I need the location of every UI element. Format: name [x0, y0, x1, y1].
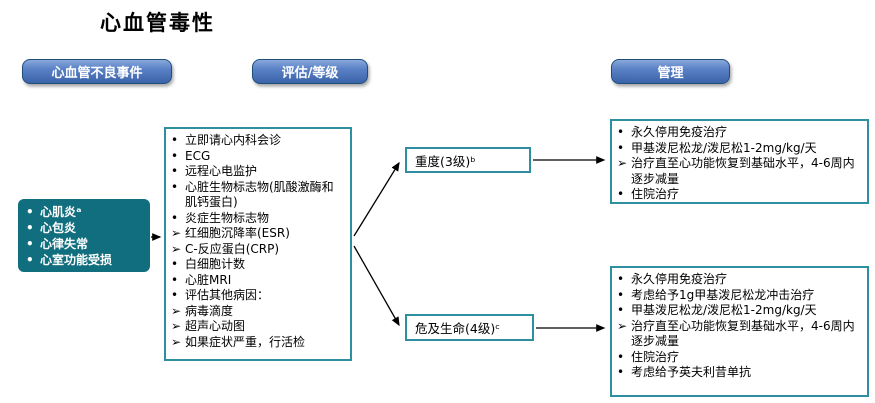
item-text: 治疗直至心功能恢复到基础水平，4-6周内逐步减量: [631, 156, 855, 186]
item-text: 红细胞沉降率(ESR): [185, 226, 290, 240]
bullet-icon: •: [26, 221, 34, 235]
grade-4-life-threatening-box: 危及生命(4级)ᶜ: [405, 314, 534, 341]
item-text: 甲基泼尼松龙/泼尼松1-2mg/kg/天: [631, 140, 817, 155]
item-text: 远程心电监护: [185, 164, 258, 178]
bullet-icon: ➢: [171, 241, 182, 256]
item-text: 住院治疗: [631, 349, 680, 364]
item-text: C-反应蛋白(CRP): [185, 241, 280, 256]
header-button-assessment: 评估/等级: [252, 59, 368, 84]
page-title: 心血管毒性: [100, 11, 215, 35]
list-item: • 永久停用免疫治疗: [617, 272, 862, 288]
bullet-icon: •: [617, 187, 625, 201]
list-item: ➢如果症状严重，行活检: [171, 335, 345, 351]
bullet-icon: •: [171, 288, 179, 302]
bullet-icon: •: [171, 257, 179, 271]
item-text: 立即请心内科会诊: [185, 133, 282, 147]
adverse-events-box: • 心肌炎ᵃ • 心包炎 • 心律失常 • 心室功能受损: [18, 199, 150, 272]
bullet-icon: •: [617, 349, 625, 364]
header-button-adverse-events: 心血管不良事件: [22, 59, 172, 84]
grade-3-severe-box: 重度(3级)ᵇ: [405, 147, 531, 173]
list-item: • 心脏生物标志物(肌酸激酶和肌钙蛋白): [171, 180, 345, 211]
bullet-icon: ➢: [171, 319, 182, 333]
list-item: • 心室功能受损: [26, 252, 146, 268]
list-item: ➢治疗直至心功能恢复到基础水平，4-6周内逐步减量: [617, 156, 862, 187]
list-item: • 心律失常: [26, 236, 146, 252]
item-text: 心脏生物标志物(肌酸激酶和肌钙蛋白): [185, 179, 334, 210]
bullet-icon: ➢: [617, 156, 628, 170]
arrow-evaluation-to-grade4: [353, 245, 400, 327]
list-item: • 住院治疗: [617, 350, 862, 366]
item-text: 炎症生物标志物: [185, 210, 270, 225]
bullet-icon: •: [171, 133, 179, 147]
item-text: 心室功能受损: [40, 253, 113, 267]
bullet-icon: ➢: [171, 226, 182, 240]
list-item: • 甲基泼尼松龙/泼尼松1-2mg/kg/天: [617, 141, 862, 157]
item-text: 治疗直至心功能恢复到基础水平，4-6周内逐步减量: [631, 318, 855, 349]
list-item: ➢病毒滴度: [171, 304, 345, 320]
bullet-icon: •: [26, 253, 34, 267]
list-item: • 心脏MRI: [171, 273, 345, 289]
bullet-icon: •: [617, 287, 625, 302]
bullet-icon: •: [617, 125, 625, 139]
grade-4-management-box: • 永久停用免疫治疗 • 考虑给予1g甲基泼尼松龙冲击治疗 • 甲基泼尼松龙/泼尼松1…: [610, 266, 869, 397]
item-text: 病毒滴度: [185, 303, 234, 318]
bullet-icon: ➢: [171, 334, 182, 349]
item-text: 考虑给予1g甲基泼尼松龙冲击治疗: [631, 287, 815, 302]
list-item: • 考虑给予1g甲基泼尼松龙冲击治疗: [617, 288, 862, 304]
list-item: • 甲基泼尼松龙/泼尼松1-2mg/kg/天: [617, 303, 862, 319]
list-item: • 心肌炎ᵃ: [26, 204, 146, 220]
header-button-management: 管理: [611, 59, 730, 84]
list-item: • 心包炎: [26, 220, 146, 236]
item-text: 永久停用免疫治疗: [631, 125, 728, 139]
item-text: 心包炎: [40, 221, 77, 235]
arrow-evaluation-to-grade3: [353, 161, 400, 237]
list-item: • 炎症生物标志物: [171, 211, 345, 227]
item-text: 如果症状严重，行活检: [185, 334, 306, 349]
list-item: • 立即请心内科会诊: [171, 133, 345, 149]
list-item: • 考虑给予英夫利昔单抗: [617, 365, 862, 381]
list-item: • ECG: [171, 149, 345, 165]
list-item: ➢红细胞沉降率(ESR): [171, 226, 345, 242]
item-text: 评估其他病因：: [185, 288, 270, 302]
bullet-icon: ➢: [617, 318, 628, 333]
bullet-icon: •: [617, 272, 625, 286]
item-text: 超声心动图: [185, 319, 246, 333]
bullet-icon: •: [171, 272, 179, 287]
list-item: ➢超声心动图: [171, 319, 345, 335]
bullet-icon: •: [171, 210, 179, 225]
item-text: 甲基泼尼松龙/泼尼松1-2mg/kg/天: [631, 303, 817, 317]
bullet-icon: •: [617, 140, 625, 155]
list-item: ➢C-反应蛋白(CRP): [171, 242, 345, 258]
bullet-icon: •: [26, 237, 34, 251]
list-item: • 永久停用免疫治疗: [617, 125, 862, 141]
item-text: 考虑给予英夫利昔单抗: [631, 365, 752, 379]
bullet-icon: •: [171, 179, 179, 194]
grade-3-management-box: • 永久停用免疫治疗 • 甲基泼尼松龙/泼尼松1-2mg/kg/天 ➢治疗直至心功能…: [610, 119, 869, 204]
list-item: • 评估其他病因：: [171, 288, 345, 304]
item-text: 白细胞计数: [185, 257, 246, 271]
bullet-icon: •: [617, 303, 625, 317]
item-text: 心脏MRI: [185, 272, 232, 287]
bullet-icon: •: [171, 164, 179, 178]
bullet-icon: ➢: [171, 303, 182, 318]
item-text: 心肌炎ᵃ: [40, 205, 82, 219]
list-item: • 白细胞计数: [171, 257, 345, 273]
bullet-icon: •: [617, 365, 625, 379]
bullet-icon: •: [26, 205, 34, 219]
list-item: ➢治疗直至心功能恢复到基础水平，4-6周内逐步减量: [617, 319, 862, 350]
bullet-icon: •: [171, 148, 179, 163]
item-text: 永久停用免疫治疗: [631, 272, 728, 286]
item-text: ECG: [185, 148, 211, 163]
item-text: 心律失常: [40, 237, 89, 251]
list-item: • 远程心电监护: [171, 164, 345, 180]
evaluation-box: • 立即请心内科会诊 • ECG • 远程心电监护 • 心脏生物标志物(肌酸激酶和肌钙蛋…: [164, 127, 352, 361]
item-text: 住院治疗: [631, 187, 680, 201]
list-item: • 住院治疗: [617, 187, 862, 203]
